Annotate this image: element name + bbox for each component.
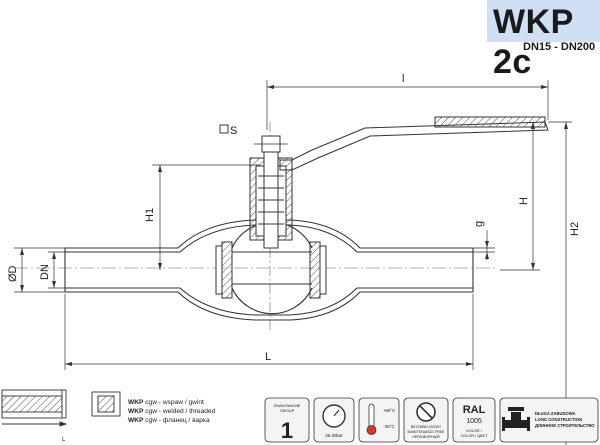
badge-maint-l3: НЕРАЗБОРНЫЙ xyxy=(412,435,440,439)
valve-handle xyxy=(279,116,549,172)
legend-model: WKP xyxy=(128,399,144,406)
legend-desc: - welded / threaded xyxy=(156,408,216,415)
dim-label-od: ØD xyxy=(7,265,19,282)
badge-ral-title: RAL xyxy=(463,404,486,416)
title-box xyxy=(487,0,600,42)
badge-maint-l1: BEZOBSŁUGOWY xyxy=(411,425,442,429)
dim-label-l: l xyxy=(402,73,404,85)
badge-temperature: +80°C -30°C xyxy=(358,397,400,443)
dim-label-h1: H1 xyxy=(144,208,156,222)
legend-desc: - фланец / варка xyxy=(156,417,210,424)
dim-label-h: H xyxy=(518,197,530,205)
badge-maint-l2: MAINTENANCE-FREE xyxy=(408,430,446,434)
badge-group-label2: GROUP xyxy=(280,408,295,413)
long-valve-icon xyxy=(502,407,530,431)
badge-temp-high: +80°C xyxy=(383,408,395,413)
badge-ral-l2: COLOR / ЦВЕТ xyxy=(461,434,489,438)
square-icon xyxy=(219,124,229,134)
dim-label-h2: H2 xyxy=(569,222,581,236)
badge-ral: RAL 1005 KOLOR / COLOR / ЦВЕТ xyxy=(452,397,496,443)
bottom-dim-label: L xyxy=(62,437,66,443)
pipe-end-sketch-left xyxy=(1,389,68,427)
legend-code: cgw xyxy=(145,408,157,415)
badge-group-label1: ZNAKOWANIE xyxy=(274,403,301,408)
badge-ral-value: 1005 xyxy=(466,418,482,425)
pipe-end-sketch-right xyxy=(91,391,121,417)
badge-construction: DŁUGA ZABUDOWA LONG CONSTRUCTION ДЛИННОЕ… xyxy=(499,397,599,443)
badge-pressure: 25-40bar xyxy=(313,397,355,443)
badge-temp-low: -30°C xyxy=(383,424,394,429)
dim-label-s: S xyxy=(230,125,237,137)
dim-label-dn: DN xyxy=(39,264,51,280)
valve-stem xyxy=(249,135,293,249)
connection-legend: WKP cgw - wspaw / gwint WKP cgw - welded… xyxy=(128,398,215,425)
legend-row: WKP cgw - welded / threaded xyxy=(128,407,215,416)
thermometer-icon xyxy=(368,403,375,429)
legend-code: cgw xyxy=(145,399,157,406)
dim-label-L: L xyxy=(265,351,271,363)
legend-model: WKP xyxy=(128,408,144,415)
legend-model: WKP xyxy=(128,417,144,424)
product-size-range: DN15 - DN200 xyxy=(523,41,596,53)
badge-pressure-value: 25-40bar xyxy=(325,433,343,438)
legend-row: WKP cgw - wspaw / gwint xyxy=(128,398,215,407)
dim-label-g: g xyxy=(473,221,485,227)
badge-constr-l3: ДЛИННОЕ СТРОИТЕЛЬСТВО xyxy=(535,423,595,428)
badge-group-value: 1 xyxy=(281,418,293,443)
dimension-lines xyxy=(14,80,572,445)
legend-row: WKP cgw - фланец / варка xyxy=(128,416,215,425)
badge-ral-l1: KOLOR / xyxy=(466,429,482,433)
valve-seats xyxy=(215,241,327,299)
badge-group: ZNAKOWANIE GROUP 1 xyxy=(264,397,310,443)
badge-constr-l2: LONG CONSTRUCTION xyxy=(535,417,582,422)
badge-constr-l1: DŁUGA ZABUDOWA xyxy=(535,411,576,416)
dimension-arrows xyxy=(20,85,568,366)
legend-code: cgw xyxy=(145,417,157,424)
badge-maintenance: BEZOBSŁUGOWY MAINTENANCE-FREE НЕРАЗБОРНЫ… xyxy=(403,397,449,443)
product-title: WKP 2c xyxy=(493,3,574,81)
legend-desc: - wspaw / gwint xyxy=(156,399,204,406)
